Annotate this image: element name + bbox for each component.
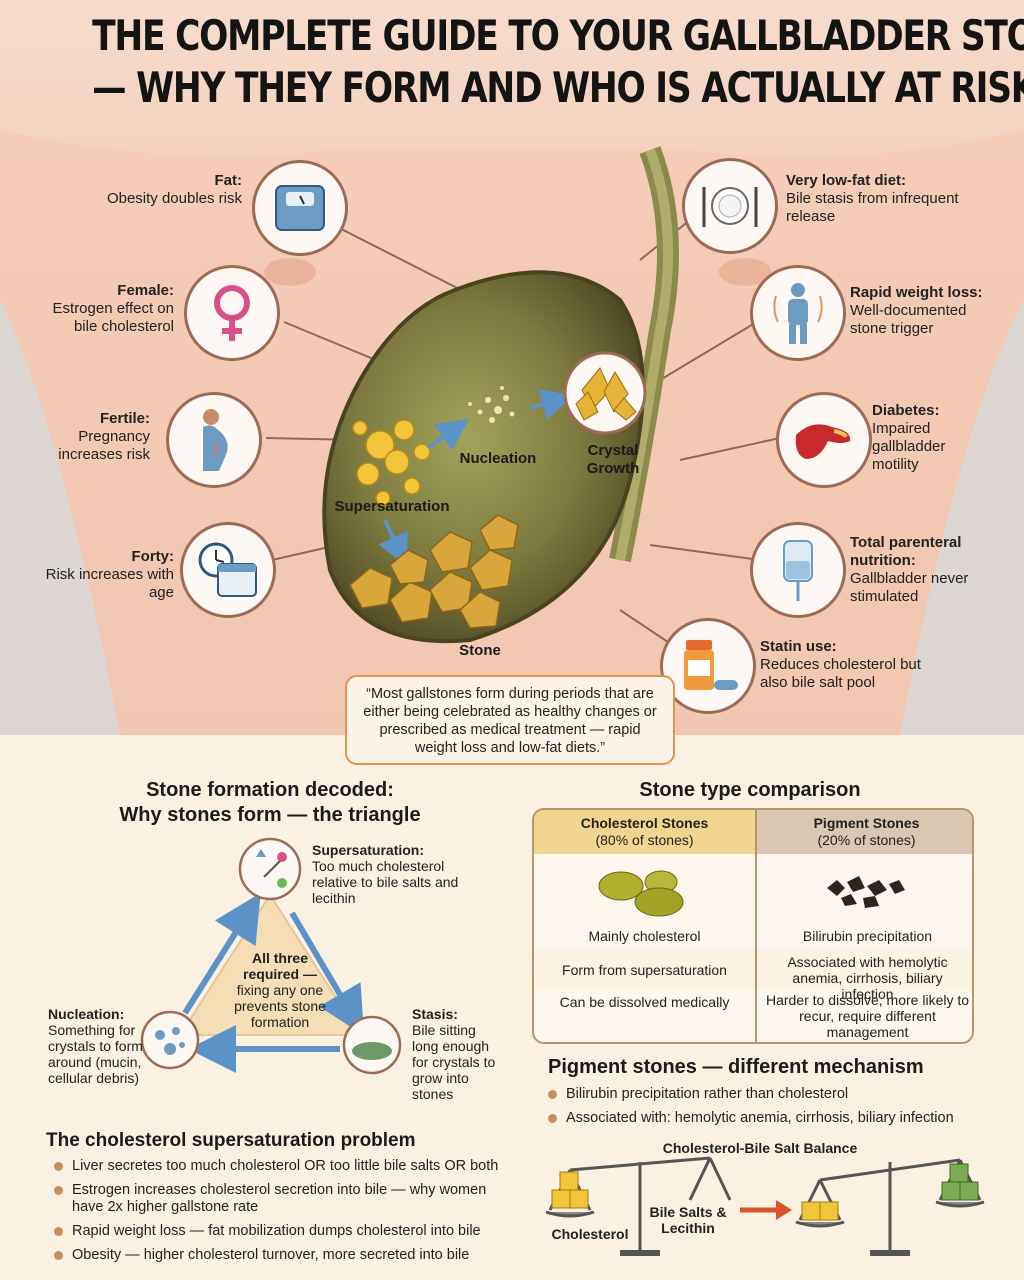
balance-title: Cholesterol-Bile Salt Balance <box>662 1140 858 1156</box>
list-item: Bilirubin precipitation rather than chol… <box>546 1086 986 1103</box>
pregnant-woman-icon <box>166 392 262 488</box>
table-cell: Can be dissolved medically <box>559 994 730 1010</box>
label-crystal-growth: Crystal Growth <box>586 442 640 477</box>
pigment-heading: Pigment stones — different mechanism <box>548 1056 924 1078</box>
plate-cutlery-icon <box>682 158 778 254</box>
comparison-table: Cholesterol Stones(80% of stones) Mainly… <box>532 808 974 1044</box>
table-cell: Harder to dissolve, more likely to recur… <box>765 992 970 1040</box>
risk-label-diabetes: Diabetes:Impaired gallbladder motility <box>872 402 946 473</box>
pigment-stones-image <box>827 876 905 908</box>
triangle-supersaturation: Supersaturation:Too much cholesterol rel… <box>312 842 459 906</box>
triangle-diagram <box>140 837 402 1075</box>
person-weight-loss-icon <box>750 265 846 361</box>
pill-bottle-icon <box>660 618 756 714</box>
pigment-header: Pigment Stones(20% of stones) <box>757 810 972 854</box>
triangle-nucleation: Nucleation:Something for crystals to for… <box>48 1006 143 1086</box>
triangle-heading: Stone formation decoded: Why stones form… <box>119 779 421 826</box>
pigment-list: Bilirubin precipitation rather than chol… <box>546 1086 986 1134</box>
table-cell: Bilirubin precipitation <box>802 928 933 944</box>
table-cell: Associated with hemolytic anemia, cirrho… <box>757 950 972 1002</box>
risk-label-fertile: Fertile:Pregnancy increases risk <box>58 410 150 463</box>
risk-label-rapid-weight-loss: Rapid weight loss:Well-documented stone … <box>850 284 983 337</box>
risk-label-female: Female:Estrogen effect on bile cholester… <box>52 282 174 335</box>
list-item: Associated with: hemolytic anemia, cirrh… <box>546 1110 986 1127</box>
list-item: Obesity — higher cholesterol turnover, m… <box>52 1247 502 1264</box>
risk-label-low-fat-diet: Very low-fat diet:Bile stasis from infre… <box>786 172 959 225</box>
risk-label-tpn: Total parenteral nutrition:Gallbladder n… <box>850 534 969 605</box>
triangle-center-text: All three required —fixing any one preve… <box>234 950 326 1030</box>
risk-label-fat: Fat:Obesity doubles risk <box>106 172 242 207</box>
balance-scales-illustration <box>545 1156 985 1256</box>
pancreas-icon <box>776 392 872 488</box>
pigment-column: Pigment Stones(20% of stones) Bilirubin … <box>755 810 972 1042</box>
cholesterol-header: Cholesterol Stones(80% of stones) <box>534 810 755 854</box>
balance-cholesterol-label: Cholesterol <box>551 1226 629 1242</box>
cholesterol-stones-image <box>598 870 684 917</box>
table-cell: Mainly cholesterol <box>588 928 701 944</box>
female-symbol-icon <box>184 265 280 361</box>
balance-bile-salts-label: Bile Salts & Lecithin <box>649 1204 727 1236</box>
list-item: Liver secretes too much cholesterol OR t… <box>52 1158 502 1175</box>
label-supersaturation: Supersaturation <box>334 498 450 515</box>
page-title: THE COMPLETE GUIDE TO YOUR GALLBLADDER S… <box>92 11 1024 112</box>
iv-bag-icon <box>750 522 846 618</box>
cholesterol-problem-list: Liver secretes too much cholesterol OR t… <box>52 1158 502 1271</box>
label-stone: Stone <box>459 642 501 659</box>
risk-label-forty: Forty:Risk increases with age <box>45 548 174 601</box>
triangle-stasis: Stasis:Bile sitting long enough for crys… <box>412 1006 496 1102</box>
anatomy-panel: THE COMPLETE GUIDE TO YOUR GALLBLADDER S… <box>0 0 1024 735</box>
quote-box: “Most gallstones form during periods tha… <box>345 675 675 765</box>
list-item: Rapid weight loss — fat mobilization dum… <box>52 1223 502 1240</box>
cholesterol-problem-heading: The cholesterol supersaturation problem <box>46 1130 416 1151</box>
risk-label-statin: Statin use:Reduces cholesterol but also … <box>760 638 921 691</box>
comparison-heading: Stone type comparison <box>639 779 861 801</box>
cholesterol-column: Cholesterol Stones(80% of stones) Mainly… <box>534 810 755 1042</box>
clock-calendar-icon <box>180 522 276 618</box>
list-item: Estrogen increases cholesterol secretion… <box>52 1182 502 1216</box>
scale-icon <box>252 160 348 256</box>
label-nucleation: Nucleation <box>459 450 537 467</box>
table-cell: Form from supersaturation <box>534 950 755 990</box>
